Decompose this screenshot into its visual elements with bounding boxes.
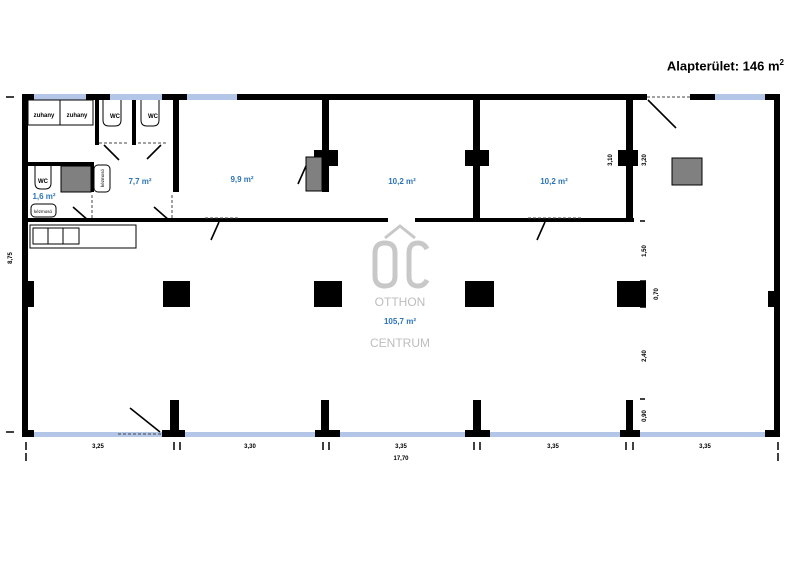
dim-240: 2,40 xyxy=(642,350,648,362)
sink-label: kézmosó xyxy=(34,209,53,214)
dim-right-top-a: 3,10 xyxy=(608,154,614,166)
dimension-lines xyxy=(6,96,779,461)
doors xyxy=(72,96,690,435)
wc-label: WC xyxy=(38,179,49,185)
fixtures xyxy=(27,99,160,249)
windows xyxy=(34,94,770,437)
room-area-1-6: 1,6 m² xyxy=(32,192,55,201)
watermark-line1: OTTHON xyxy=(375,295,426,309)
dim-bottom: 3,35 xyxy=(395,444,407,450)
room-area-main: 105,7 m² xyxy=(384,317,416,326)
room-area-10-2-b: 10,2 m² xyxy=(540,177,568,186)
dim-total-width: 17,70 xyxy=(393,456,409,462)
otthon-centrum-logo xyxy=(372,224,430,289)
dim-bottom: 3,35 xyxy=(547,444,559,450)
room-area-7-7: 7,7 m² xyxy=(128,177,151,186)
shower-label: zuhany xyxy=(34,113,55,119)
dim-150: 1,50 xyxy=(642,245,648,257)
dim-left-height: 8,75 xyxy=(8,252,14,264)
dim-bottom: 3,35 xyxy=(699,444,711,450)
dim-right-top-b: 3,20 xyxy=(642,154,648,166)
dim-bottom: 3,25 xyxy=(92,444,104,450)
wc-label: WC xyxy=(148,114,159,120)
chimney xyxy=(671,157,703,186)
walls xyxy=(22,94,780,437)
dim-bottom: 3,30 xyxy=(244,444,256,450)
chimney xyxy=(305,156,323,192)
floor-area-title: Alapterület: 146 m2 xyxy=(667,58,784,73)
watermark-line2: CENTRUM xyxy=(370,336,430,350)
dim-090: 0,90 xyxy=(642,410,648,422)
dim-070: 0,70 xyxy=(654,288,660,300)
floor-area-text: Alapterület: 146 m xyxy=(666,58,780,74)
room-area-9-9: 9,9 m² xyxy=(230,175,253,184)
floor-area-sup: 2 xyxy=(779,58,784,67)
room-area-10-2-a: 10,2 m² xyxy=(388,177,416,186)
chimney xyxy=(60,165,92,193)
sink-label: kézmosó xyxy=(100,168,105,187)
wc-label: WC xyxy=(110,114,121,120)
shower-label: zuhany xyxy=(67,113,88,119)
